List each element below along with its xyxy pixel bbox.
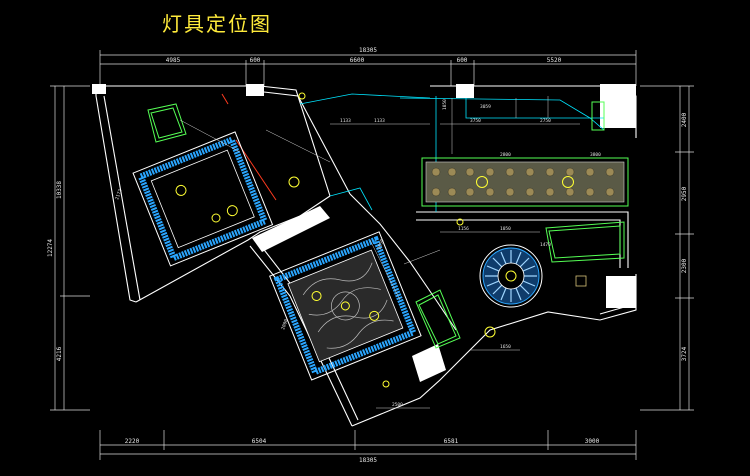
outer-walls [95,85,637,427]
interior-dim-label: 2172 [114,188,123,201]
left-lower-dim: 4216 [56,346,63,361]
lamp-icon [369,310,380,321]
structural-columns [92,84,636,382]
interior-dim-label: 3059 [480,104,491,110]
top-dim-4: 600 [457,57,468,64]
top-dim-2: 600 [250,57,261,64]
top-dim-5: 5520 [547,57,562,64]
right-dim-4: 3724 [681,346,688,361]
left-outer-dim: 12274 [47,239,54,257]
right-dim-1: 2400 [681,112,688,127]
bottom-dim-1: 2220 [125,438,140,445]
interior-dim-label: 1133 [340,118,351,124]
bottom-total-dim: 18305 [359,457,377,464]
interior-dim-label: 2750 [540,118,551,124]
left-upper-dim: 10338 [56,181,63,199]
lamp-icon [505,270,517,282]
top-dim-1: 4985 [166,57,181,64]
bottom-dim-4: 3000 [585,438,600,445]
top-total-dim: 18305 [359,47,377,54]
bottom-dim-2: 6504 [252,438,267,445]
lamp-icon [340,301,350,311]
interior-dim-label: 2800 [500,152,511,158]
bottom-dimension-chain [99,430,637,460]
lamp-icon [311,290,322,301]
green-cabinets [147,101,625,349]
interior-dim-label: 1470 [540,242,551,248]
interior-dim-label: 3800 [590,152,601,158]
lamp-icon [476,176,488,188]
right-dim-3: 2300 [681,258,688,273]
round-feature-ceiling [479,244,543,308]
lamp-icon [175,184,187,196]
drawing-title: 灯具定位图 [162,12,272,36]
dining-bar [421,157,629,207]
interior-dim-label: 2000 [280,318,289,331]
right-dimension-chain [640,85,694,411]
red-mark [221,93,229,105]
interior-dimension-lines [179,96,580,409]
scattered-lamps [211,92,496,388]
interior-dim-label: 1650 [500,344,511,350]
interior-dim-label: 2500 [392,402,403,408]
fixture-tag [575,275,587,287]
right-dim-2: 2950 [681,186,688,201]
top-dim-3: 6600 [350,57,365,64]
interior-dimension-labels: 1133 1133 3750 2750 1050 2800 3800 1156 … [114,99,601,408]
center-ceiling [269,231,422,381]
lamp-icon [226,205,238,217]
interior-dim-label: 3750 [470,118,481,124]
interior-dim-label: 1156 [458,226,469,232]
top-dimension-chain [99,50,637,86]
interior-dim-label: 1133 [374,118,385,124]
interior-dim-label: 1850 [376,238,385,251]
interior-dim-label: 1050 [442,99,448,110]
bottom-dim-3: 6581 [444,438,459,445]
left-ceiling [132,131,274,267]
interior-dim-label: 1050 [500,226,511,232]
left-dimension-chain [50,85,90,411]
lamp-icon [562,176,574,188]
